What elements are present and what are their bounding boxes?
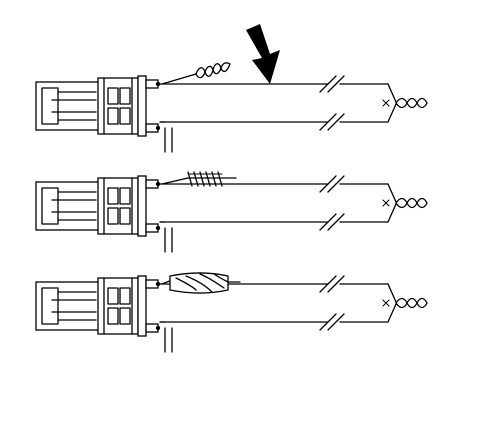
heat-shrink-tube [161, 272, 241, 294]
wrapped-wire-splice [161, 171, 237, 187]
twisted-wire-splice [161, 62, 231, 85]
panel-step-2 [35, 171, 428, 253]
panel-step-3 [35, 272, 428, 353]
arrow-icon [246, 24, 280, 84]
panel-step-1 [35, 24, 428, 153]
